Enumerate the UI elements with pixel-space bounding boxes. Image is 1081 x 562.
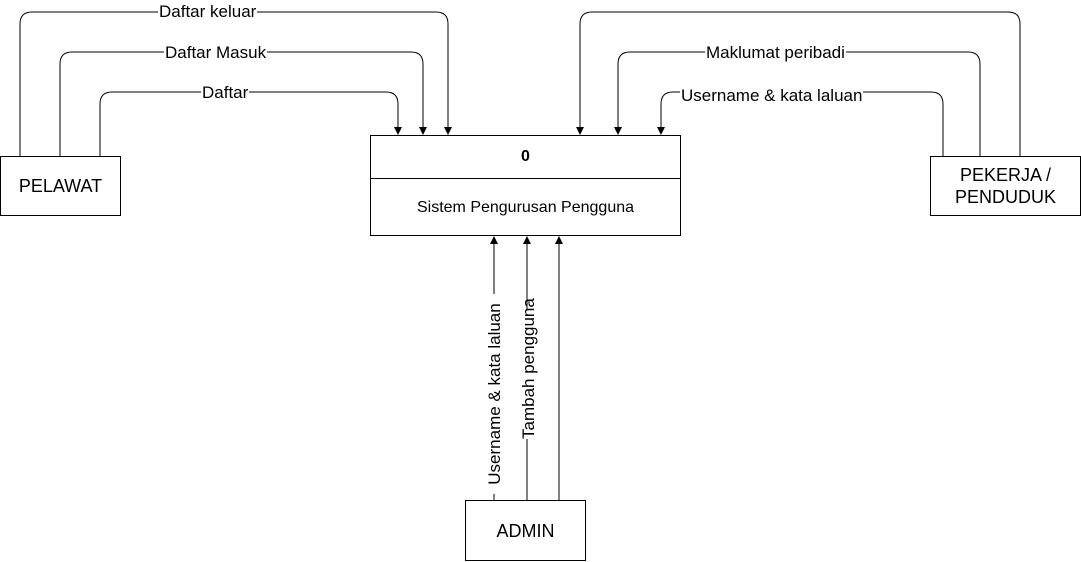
- entity-admin: ADMIN: [465, 500, 586, 561]
- entity-pelawat: PELAWAT: [0, 156, 121, 216]
- flow-label-daftar-keluar: Daftar keluar: [158, 2, 258, 21]
- flow-label-username-admin: Username & kata laluan: [485, 294, 504, 494]
- flow-daftar-masuk-line: [59, 51, 427, 156]
- entity-pekerja-label: PEKERJA / PENDUDUK: [954, 165, 1056, 207]
- entity-admin-label: ADMIN: [496, 520, 555, 541]
- flow-label-maklumat-peribadi: Maklumat peribadi: [705, 43, 846, 62]
- process-name: Sistem Pengurusan Pengguna: [416, 198, 635, 216]
- process-box: 0 Sistem Pengurusan Pengguna: [370, 135, 681, 236]
- flow-label-daftar: Daftar: [201, 83, 250, 102]
- flow-label-tambah-pengguna: Tambah pengguna: [519, 298, 538, 439]
- entity-pekerja-penduduk: PEKERJA / PENDUDUK: [930, 156, 1081, 216]
- entity-pelawat-label: PELAWAT: [18, 176, 103, 196]
- flow-label-username-pekerja: Username & kata laluan: [680, 86, 864, 105]
- flow-label-daftar-masuk: Daftar Masuk: [164, 43, 268, 62]
- flow-pekerja-outer-line: [576, 11, 1021, 156]
- process-id: 0: [371, 136, 680, 179]
